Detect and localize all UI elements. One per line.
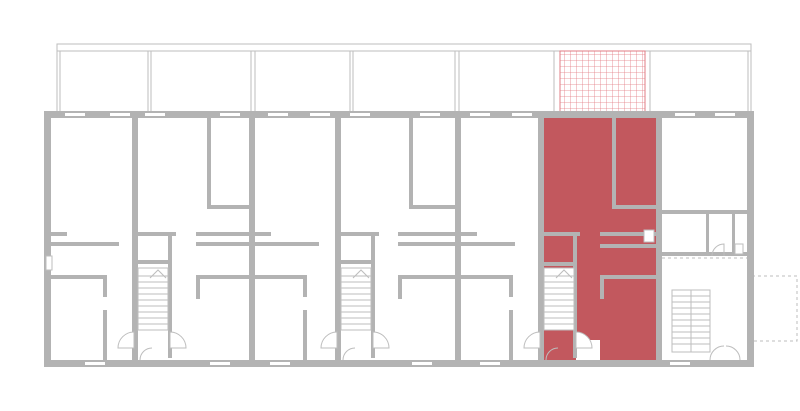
u4-wall-a	[409, 118, 413, 208]
stair-core-2	[340, 267, 372, 331]
u1-wall-a	[51, 232, 67, 236]
party-wall-4	[455, 111, 461, 367]
u1-wall-c	[51, 275, 107, 279]
u7-wall-d	[732, 214, 735, 252]
party-wall-2	[249, 111, 255, 367]
u2-wall-c	[138, 232, 176, 236]
u1-wall-e	[103, 310, 107, 360]
u5-wall-b	[461, 242, 515, 246]
u2-wall-e	[138, 260, 172, 264]
wall-north	[44, 111, 754, 118]
u6-wall-b	[612, 205, 656, 209]
door-swing-2c	[342, 347, 356, 361]
u1-wall-d	[103, 275, 107, 297]
u3-wall-c	[255, 275, 307, 279]
wall-east	[747, 111, 754, 367]
u6-wall-a	[612, 118, 616, 208]
u6-wall-i	[600, 279, 604, 299]
door-swing-3b	[575, 331, 593, 349]
wall-south	[44, 360, 754, 367]
u3-wall-b	[255, 242, 319, 246]
door-swing-1c	[139, 347, 153, 361]
balcony-outline	[56, 43, 752, 113]
u2-wall-a	[207, 118, 211, 208]
u6-wall-g	[600, 244, 656, 248]
u2-wall-i	[196, 279, 200, 299]
party-wall-3	[335, 111, 341, 367]
u2-wall-f	[168, 236, 172, 358]
u4-wall-b	[409, 205, 455, 209]
u2-wall-b	[207, 205, 249, 209]
wall-west	[44, 111, 51, 367]
u5-wall-c	[461, 275, 513, 279]
u6-wall-d	[600, 232, 656, 236]
u7-wall-a	[662, 210, 747, 214]
u1-wall-b	[51, 242, 119, 246]
u2-wall-g	[196, 242, 249, 246]
balcony-3	[254, 50, 351, 113]
balcony-1	[59, 50, 149, 113]
door-swing-4c	[711, 243, 725, 257]
u2-wall-h	[196, 275, 249, 279]
door-swing-1b	[169, 331, 187, 349]
doors	[117, 243, 741, 361]
u4-wall-f	[371, 236, 375, 358]
balcony-5	[458, 50, 555, 113]
balcony-2	[150, 50, 252, 113]
door-swing-3a	[523, 331, 541, 349]
stair-core-4	[671, 289, 711, 353]
door-swing-1a	[117, 331, 135, 349]
door-swing-2a	[320, 331, 338, 349]
u7-wall-c	[706, 214, 709, 252]
balcony-6-highlighted	[559, 50, 646, 113]
u4-wall-i	[398, 279, 402, 299]
u3-wall-a	[255, 232, 271, 236]
right-annex	[751, 275, 798, 342]
u4-wall-e	[341, 260, 375, 264]
fixtures	[45, 229, 747, 271]
u7-wall-b	[662, 252, 747, 256]
balcony-4	[352, 50, 456, 113]
u3-wall-e	[303, 310, 307, 360]
stair-core-3	[543, 267, 575, 331]
u6-wall-f	[573, 236, 577, 358]
window-openings	[65, 113, 735, 365]
fixture-u7	[734, 243, 744, 255]
door-swing-3c	[545, 347, 559, 361]
u5-wall-a	[461, 232, 477, 236]
fixture-u6	[643, 229, 655, 243]
u5-wall-d	[509, 275, 513, 297]
door-swing-2b	[372, 331, 390, 349]
door-swing-4b	[725, 345, 741, 361]
u4-wall-d	[398, 232, 455, 236]
u4-wall-g	[398, 242, 455, 246]
party-wall-1	[132, 111, 138, 367]
u4-wall-c	[341, 232, 379, 236]
u2-wall-d	[196, 232, 249, 236]
u6-wall-h	[600, 275, 656, 279]
u5-wall-e	[509, 310, 513, 360]
u6-wall-c	[544, 232, 580, 236]
annex-outline	[751, 275, 798, 342]
door-swing-4a	[709, 345, 725, 361]
party-wall-5	[538, 111, 544, 367]
window-west	[45, 255, 53, 271]
u6-wall-e	[544, 262, 574, 266]
balcony-7	[649, 50, 749, 113]
balcony-strip	[56, 43, 752, 113]
stair-core-1	[137, 267, 169, 331]
u3-wall-d	[303, 275, 307, 297]
stairs	[137, 267, 711, 353]
walls	[44, 111, 754, 367]
party-wall-6	[656, 111, 662, 367]
u4-wall-h	[398, 275, 455, 279]
